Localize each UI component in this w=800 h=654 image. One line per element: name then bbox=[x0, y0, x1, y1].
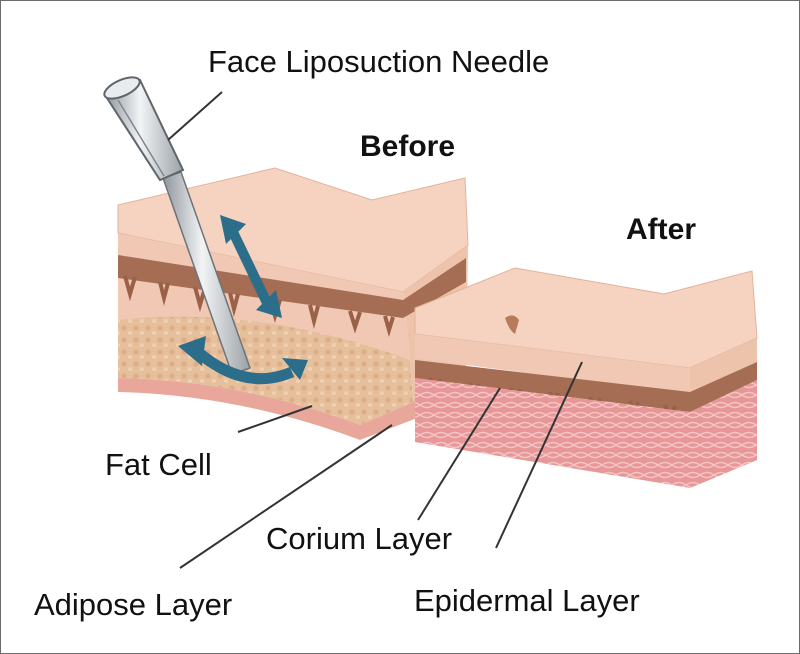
leader-lines bbox=[167, 91, 583, 569]
after-scar-mark bbox=[505, 315, 519, 334]
after-adipose-layer bbox=[415, 378, 757, 488]
after-label: After bbox=[626, 213, 697, 246]
adipose-leader bbox=[179, 424, 393, 569]
before-label: Before bbox=[360, 130, 456, 163]
epidermal-leader bbox=[495, 361, 583, 549]
fat-cell-leader bbox=[237, 405, 313, 433]
liposuction-needle bbox=[103, 76, 251, 375]
after-skin-top bbox=[414, 267, 758, 369]
after-skin-block bbox=[414, 267, 758, 488]
curved-motion-arrow bbox=[194, 347, 295, 385]
needle-label: Face Liposuction Needle bbox=[208, 44, 550, 79]
fat-cell-label: Fat Cell bbox=[105, 447, 212, 482]
before-bottom-layer bbox=[118, 378, 466, 440]
corium-layer-label: Corium Layer bbox=[266, 521, 453, 556]
after-epidermis-band bbox=[415, 360, 757, 412]
epidermal-layer-label: Epidermal Layer bbox=[414, 583, 640, 618]
before-papillae bbox=[123, 275, 395, 338]
after-front-corium bbox=[415, 334, 690, 395]
adipose-layer-label: Adipose Layer bbox=[34, 587, 233, 622]
vertical-motion-arrow bbox=[228, 229, 273, 308]
before-skin-top bbox=[117, 167, 469, 293]
motion-arrows bbox=[178, 215, 308, 385]
needle-leader bbox=[167, 91, 223, 141]
corium-leader bbox=[417, 387, 501, 521]
